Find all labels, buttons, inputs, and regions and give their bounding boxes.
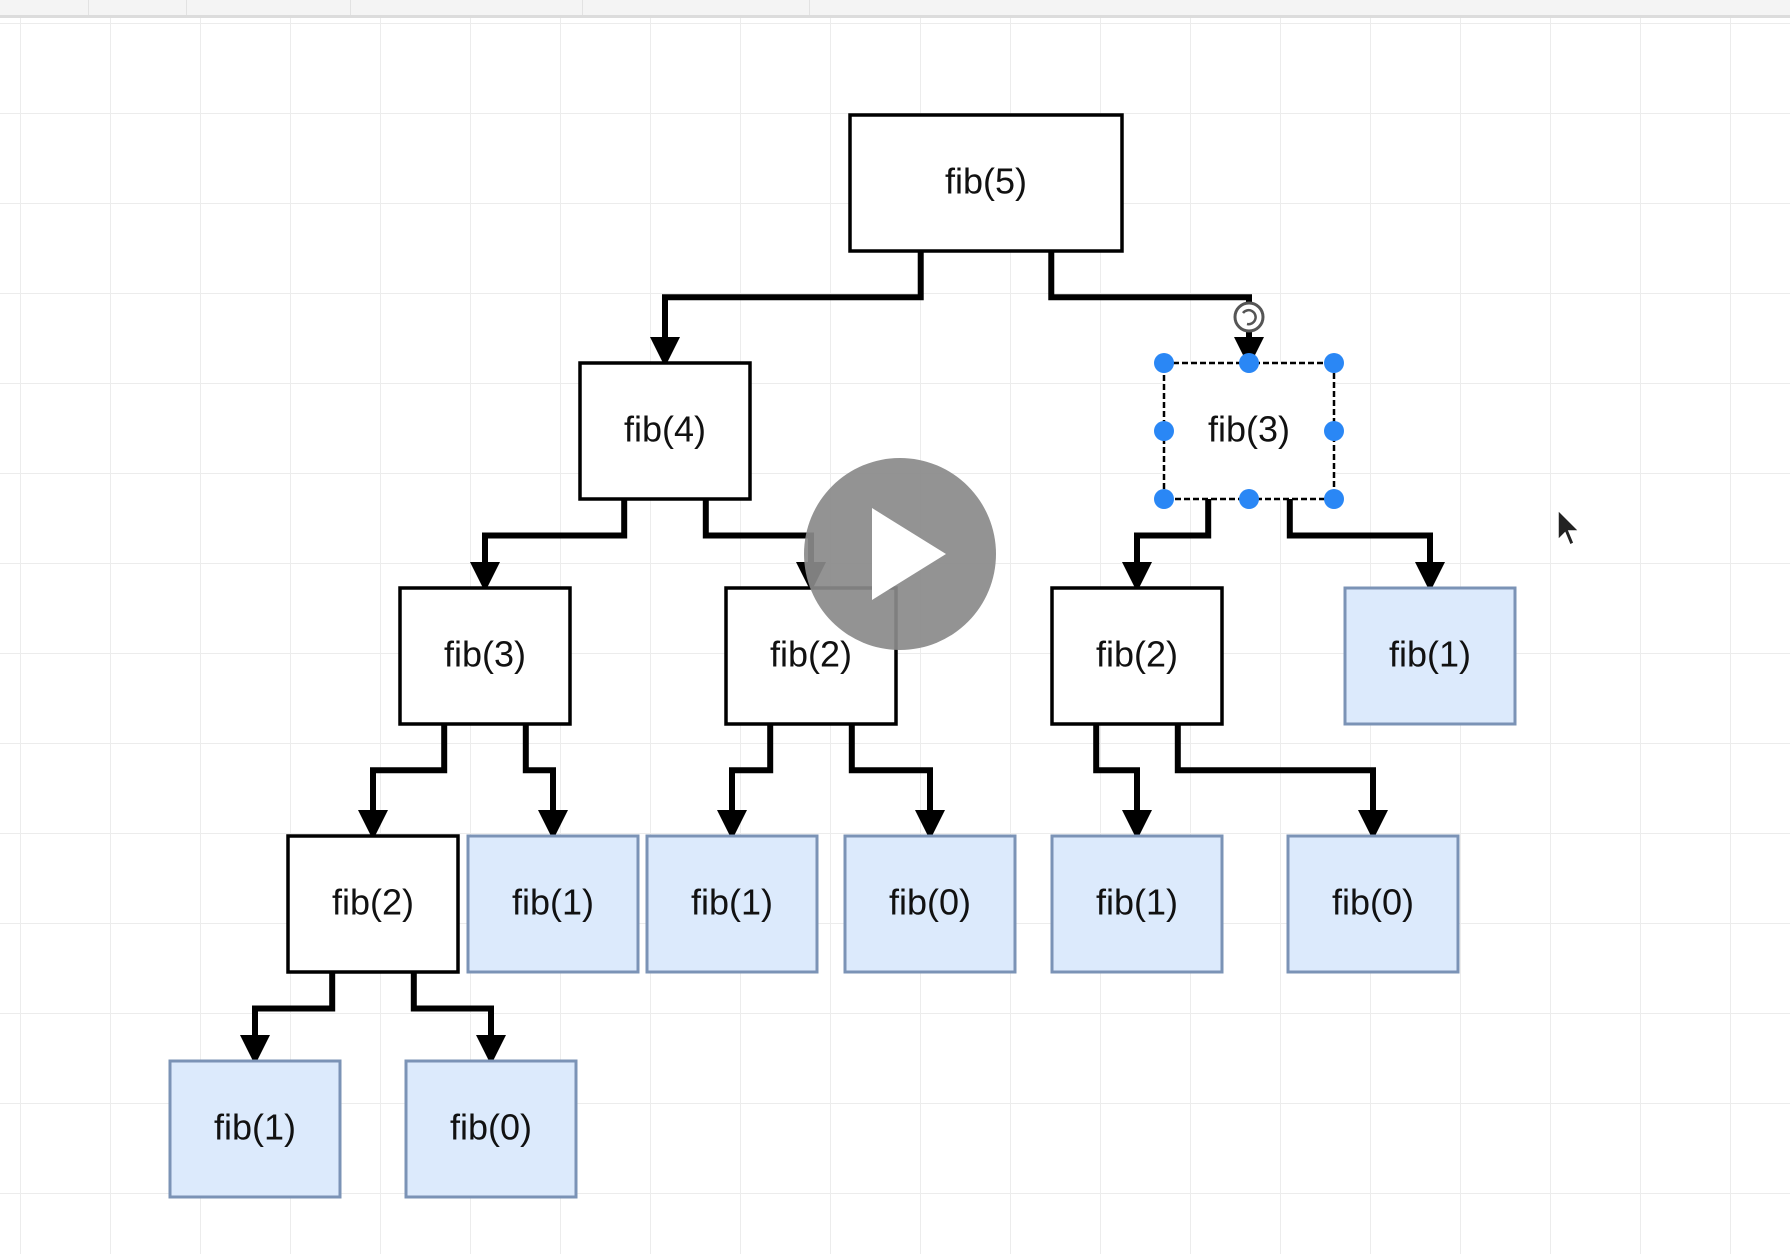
resize-handle[interactable] (1154, 353, 1174, 373)
leaf-node[interactable]: fib(1) (645, 834, 819, 974)
resize-handle[interactable] (1324, 489, 1344, 509)
node-box[interactable] (398, 586, 572, 726)
leaf-node[interactable]: fib(0) (843, 834, 1017, 974)
edge-n2-n4[interactable] (470, 499, 628, 592)
top-toolbar-strip (0, 0, 1790, 18)
node-box[interactable] (1162, 361, 1336, 501)
diagram-canvas[interactable]: fib(5) fib(4) fib(3) fib(3) fib(2) fib(2) fib(… (0, 18, 1790, 1254)
edge-n3-n6[interactable] (1122, 499, 1212, 592)
node-label: fib(0) (450, 1107, 532, 1148)
mouse-pointer-icon (1557, 508, 1581, 547)
play-icon (872, 508, 946, 600)
edge-n5-n10[interactable] (717, 724, 774, 840)
edge-n3-n7[interactable] (1286, 499, 1445, 592)
node-box[interactable] (466, 834, 640, 974)
rotate-handle-icon[interactable] (1233, 301, 1265, 333)
call-node[interactable]: fib(4) (578, 361, 752, 501)
node-label: fib(3) (444, 634, 526, 675)
node-box[interactable] (168, 1059, 342, 1199)
call-node[interactable]: fib(2) (286, 834, 460, 974)
toolbar-segment (0, 0, 89, 15)
node-label: fib(3) (1208, 409, 1290, 450)
edge-n1-n2[interactable] (650, 251, 924, 367)
edge-n4-n8[interactable] (358, 724, 448, 840)
leaf-node[interactable]: fib(0) (404, 1059, 578, 1199)
edge-n6-n13[interactable] (1174, 724, 1388, 840)
node-label: fib(0) (1332, 882, 1414, 923)
leaf-node[interactable]: fib(0) (1286, 834, 1460, 974)
node-box[interactable] (848, 113, 1124, 253)
edge-n1-n3[interactable] (1048, 251, 1264, 367)
node-box[interactable] (1050, 834, 1224, 974)
edges-layer (240, 251, 1445, 1065)
leaf-node[interactable]: fib(1) (1343, 586, 1517, 726)
edge-n5-n11[interactable] (848, 724, 945, 840)
node-label: fib(1) (691, 882, 773, 923)
node-box[interactable] (645, 834, 819, 974)
node-box[interactable] (286, 834, 460, 974)
edge-n6-n12[interactable] (1093, 724, 1152, 840)
call-node[interactable]: fib(3) (398, 586, 572, 726)
node-label: fib(0) (889, 882, 971, 923)
node-label: fib(1) (214, 1107, 296, 1148)
resize-handle[interactable] (1154, 421, 1174, 441)
node-box[interactable] (578, 361, 752, 501)
fibonacci-recursion-tree[interactable]: fib(5) fib(4) fib(3) fib(3) fib(2) fib(2) fib(… (0, 18, 1790, 1254)
node-box[interactable] (1050, 586, 1224, 726)
toolbar-segment (88, 0, 187, 15)
node-label: fib(2) (770, 634, 852, 675)
node-label: fib(1) (512, 882, 594, 923)
toolbar-segment (186, 0, 351, 15)
call-node[interactable]: fib(3) (1162, 361, 1336, 501)
node-label: fib(2) (1096, 634, 1178, 675)
call-node[interactable]: fib(5) (848, 113, 1124, 253)
leaf-node[interactable]: fib(1) (466, 834, 640, 974)
resize-handle[interactable] (1239, 489, 1259, 509)
resize-handle[interactable] (1324, 421, 1344, 441)
edge-n8-n14[interactable] (240, 972, 336, 1065)
node-label: fib(4) (624, 409, 706, 450)
node-box[interactable] (843, 834, 1017, 974)
call-node[interactable]: fib(2) (1050, 586, 1224, 726)
resize-handle[interactable] (1324, 353, 1344, 373)
resize-handle[interactable] (1239, 353, 1259, 373)
selection-layer (1154, 301, 1344, 509)
node-label: fib(1) (1389, 634, 1471, 675)
nodes-layer: fib(5) fib(4) fib(3) fib(3) fib(2) fib(2) fib(… (168, 113, 1517, 1199)
toolbar-segment (350, 0, 583, 15)
node-box[interactable] (1343, 586, 1517, 726)
edge-n2-n5[interactable] (702, 499, 826, 592)
node-box[interactable] (404, 1059, 578, 1199)
edge-n8-n15[interactable] (410, 972, 506, 1065)
play-button[interactable] (804, 458, 996, 650)
node-box[interactable] (1286, 834, 1460, 974)
node-label: fib(5) (945, 161, 1027, 202)
leaf-node[interactable]: fib(1) (1050, 834, 1224, 974)
node-label: fib(2) (332, 882, 414, 923)
node-label: fib(1) (1096, 882, 1178, 923)
edge-n4-n9[interactable] (522, 724, 568, 840)
toolbar-segment (582, 0, 810, 15)
resize-handle[interactable] (1154, 489, 1174, 509)
leaf-node[interactable]: fib(1) (168, 1059, 342, 1199)
